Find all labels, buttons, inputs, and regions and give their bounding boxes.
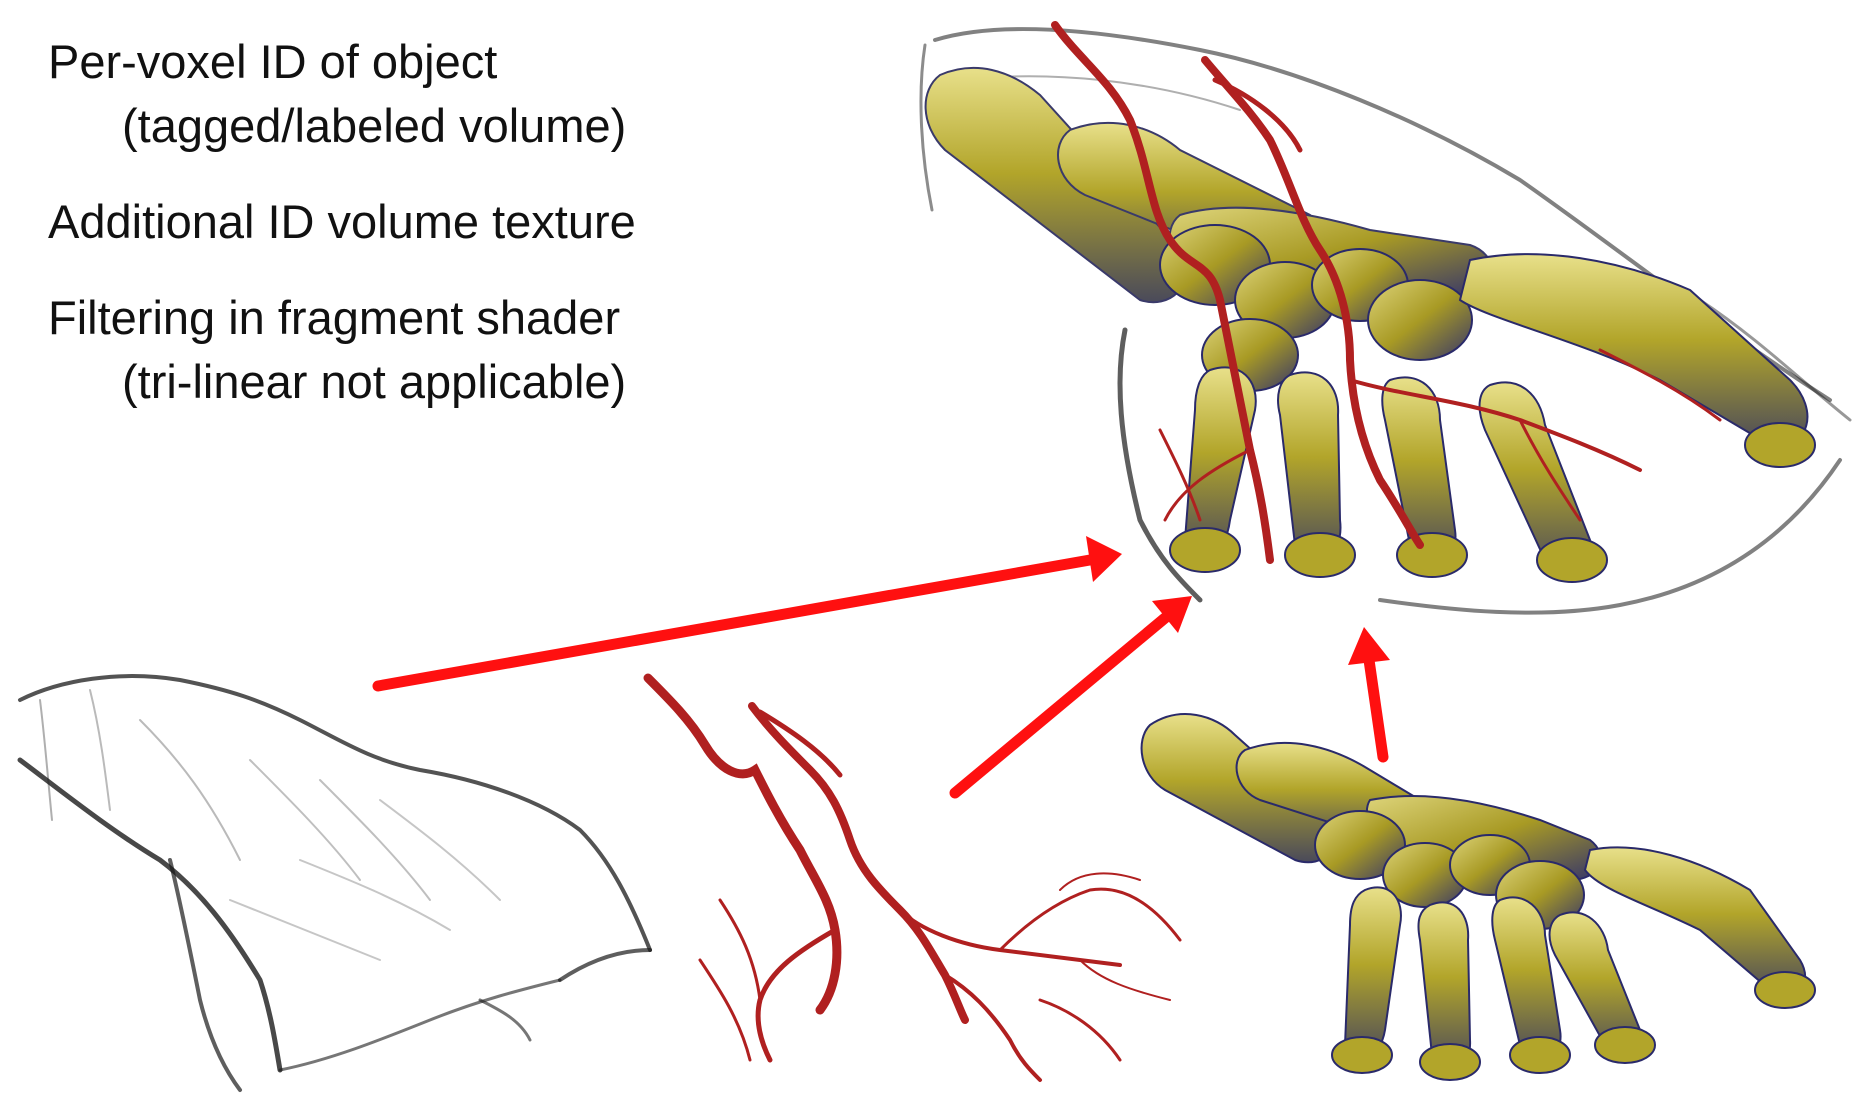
- composite-bones: [926, 68, 1815, 582]
- bone-volume-icon: [1142, 714, 1815, 1080]
- skin-volume-icon: [20, 676, 650, 1090]
- vessel-volume-icon: [648, 678, 1180, 1080]
- arrow-bones-to-composite: [1348, 627, 1390, 757]
- arrow-skin-to-composite: [378, 536, 1122, 686]
- combined-hand-render-icon: [921, 25, 1850, 613]
